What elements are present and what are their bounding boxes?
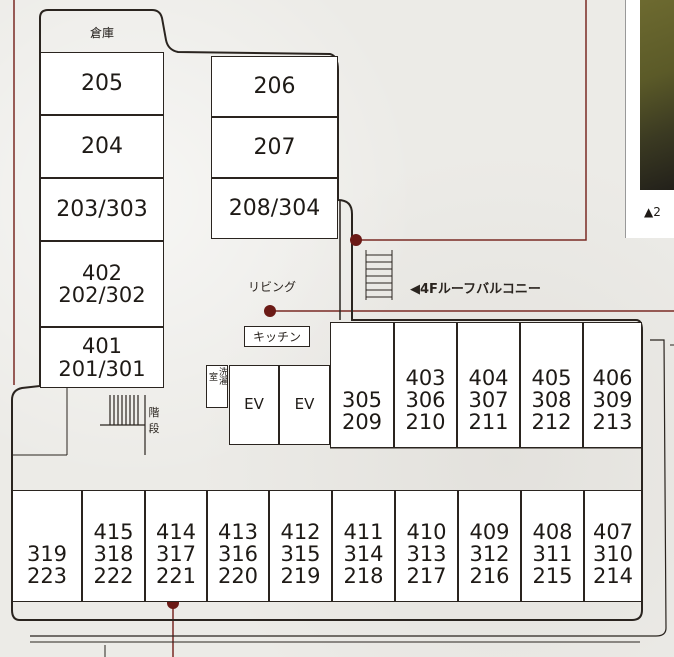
room-number: 215 [532,563,573,588]
room-number: 317 [155,541,197,566]
marker-living [264,305,276,317]
room-number: 208/304 [228,195,321,221]
room-number: 207 [253,134,296,160]
room-number: 415 [93,519,134,544]
upper-left-room-2: 203/303 [40,178,164,241]
room-number: 413 [217,519,259,544]
main-stairs [100,395,146,455]
living-label: リビング [248,280,297,294]
room-number: 408 [532,519,573,544]
room-number: 218 [343,563,384,588]
marker-balcony [350,234,362,246]
room-number: 220 [217,563,259,588]
room-number: 216 [469,563,510,588]
room-number: 205 [81,70,123,96]
room-number: 414 [155,519,197,544]
stairs-label: 階段 [148,406,160,435]
room-number: 412 [280,519,321,544]
leader-line-balcony [356,0,587,241]
storage-label: 倉庫 [89,25,114,40]
balcony-label: ◀4Fルーフバルコニー [410,282,541,297]
photo-image [640,0,674,190]
room-number: 212 [531,409,572,434]
room-number: 315 [280,541,321,566]
room-number: 217 [406,563,447,588]
upper-mid-room-0: 206 [211,56,338,117]
room-number: 313 [406,541,447,566]
upper-mid-room-2: 208/304 [211,178,338,239]
room-number: 402 [81,260,123,285]
room-number: 305 [341,387,383,412]
storage-room: 倉庫 [40,14,164,52]
room-number: 405 [531,365,572,390]
room-number: 311 [532,541,573,566]
room-number: 406 [592,365,633,390]
room-number: 316 [217,541,259,566]
room-number: 309 [592,387,633,412]
ev-2: EV [279,365,330,445]
room-number: 222 [93,563,134,588]
room-number: 201/301 [58,356,146,381]
room-number: 409 [469,519,510,544]
room-number: 404 [468,365,509,390]
room-number: 219 [280,563,321,588]
room-number: 202/302 [58,283,146,307]
upper-mid-room-1: 207 [211,117,338,178]
outer-offset-line [30,339,667,637]
room-number: 206 [253,73,296,99]
photo-caption: ▲2 [644,205,661,219]
room-number: 411 [343,519,384,544]
room-number: 211 [468,409,509,434]
building-outline [11,9,643,621]
balcony-stairs [365,250,392,300]
room-number: 209 [341,409,383,434]
room-number: 210 [405,409,446,434]
room-number: 401 [81,334,123,359]
room-number: 307 [468,387,509,412]
room-number: 310 [592,541,634,566]
room-number: 221 [155,563,197,588]
room-number: 203/303 [56,196,148,222]
ev-1: EV [229,365,279,445]
room-number: 403 [405,365,446,390]
laundry-station-box: 洗濯室 [206,365,228,408]
room-number: 407 [592,519,634,544]
upper-left-room-0: 205 [40,52,164,115]
room-number: 204 [81,133,123,159]
photo-panel: ▲2 [625,0,674,238]
outer-offset-ticks [104,344,674,657]
room-number: 410 [406,519,447,544]
room-number: 308 [531,387,572,412]
upper-left-room-1: 204 [40,115,164,178]
room-number: 213 [592,409,633,434]
room-number: 314 [343,541,384,566]
kitchen-label: キッチン [244,326,311,347]
room-number: 214 [592,563,634,588]
room-number: 306 [405,387,446,412]
room-number: 312 [469,541,510,566]
laundry-label: 洗濯室 [207,367,227,385]
room-number: 318 [93,541,134,566]
room-number: 223 [26,563,68,588]
room-number: 319 [26,541,68,566]
